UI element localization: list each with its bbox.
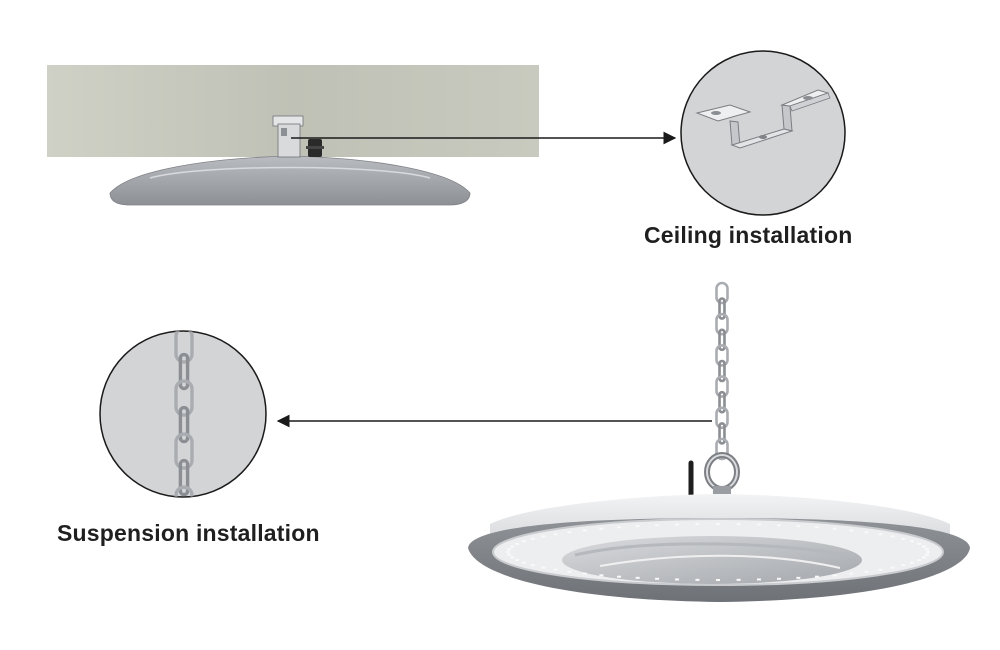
led-chip xyxy=(553,568,558,571)
chain-link xyxy=(718,328,726,352)
led-chip xyxy=(541,535,546,538)
led-chip xyxy=(515,559,520,562)
led-chip xyxy=(599,574,604,577)
led-chip xyxy=(695,523,700,526)
led-chip xyxy=(675,578,680,581)
led-chip xyxy=(521,540,526,543)
ceiling-lamp-body xyxy=(109,155,471,206)
chain-icon xyxy=(174,331,194,497)
led-chip xyxy=(849,529,854,532)
led-chip xyxy=(510,556,515,559)
led-chip xyxy=(916,559,921,562)
suspension-installation-label: Suspension installation xyxy=(57,520,320,546)
led-chip xyxy=(796,576,801,579)
led-chip xyxy=(582,529,587,532)
led-chip xyxy=(814,575,819,578)
led-chip xyxy=(716,523,720,525)
chain-link xyxy=(718,422,726,445)
led-chip xyxy=(814,526,819,529)
chain-link xyxy=(715,281,729,305)
led-chip xyxy=(567,531,572,534)
chain-link xyxy=(718,297,726,320)
led-chip xyxy=(921,545,926,548)
led-chip xyxy=(530,564,535,567)
chain-link xyxy=(718,359,726,383)
led-chip xyxy=(736,578,741,581)
led-chip xyxy=(878,533,883,536)
led-chip xyxy=(567,570,572,573)
ceiling-installation-label: Ceiling installation xyxy=(644,222,853,248)
led-chip xyxy=(530,537,535,540)
led-chip xyxy=(515,542,520,545)
led-chip xyxy=(910,561,915,564)
led-chips xyxy=(506,523,930,581)
chain-link xyxy=(715,312,729,336)
led-chip xyxy=(695,578,700,581)
led-chip xyxy=(796,525,801,528)
led-chip xyxy=(507,553,512,556)
chain-link xyxy=(715,437,729,461)
chain-link xyxy=(715,344,729,367)
led-chip xyxy=(655,577,660,580)
led-chip xyxy=(864,570,869,573)
led-chip xyxy=(756,578,761,581)
led-chip xyxy=(736,523,741,526)
led-chip xyxy=(599,527,604,530)
chain-link xyxy=(174,432,194,470)
led-chip xyxy=(776,524,781,527)
chain-link xyxy=(718,390,726,414)
chain-link xyxy=(174,331,194,364)
led-chip xyxy=(890,566,895,569)
led-chip xyxy=(926,551,930,553)
led-chip xyxy=(864,531,869,534)
chain-link xyxy=(178,458,190,497)
led-chip xyxy=(617,575,622,578)
led-chip xyxy=(776,577,781,580)
ceiling-mounted-lamp xyxy=(47,65,539,206)
led-chip xyxy=(878,568,883,571)
suspension-chain xyxy=(715,281,729,461)
led-chip xyxy=(832,527,837,530)
led-chip xyxy=(901,537,906,540)
chain-link xyxy=(178,405,190,444)
led-chip xyxy=(553,533,558,536)
ceiling-zoom-circle xyxy=(680,50,846,216)
led-chip xyxy=(924,553,929,556)
chain-link xyxy=(174,379,194,417)
chain-link xyxy=(178,352,190,391)
chain-link xyxy=(174,485,194,497)
led-chip xyxy=(521,561,526,564)
cable-gland xyxy=(306,139,324,157)
led-chip xyxy=(924,548,929,551)
led-chip xyxy=(832,574,837,577)
led-chip xyxy=(916,542,921,545)
led-chip xyxy=(582,572,587,575)
led-chip xyxy=(655,524,660,527)
led-chip xyxy=(716,579,720,581)
led-chip xyxy=(756,523,761,526)
chain-link xyxy=(715,375,729,398)
led-chip xyxy=(635,525,640,528)
hanging-ring xyxy=(704,452,740,494)
suspension-zoom-circle xyxy=(99,330,267,498)
led-chip xyxy=(506,551,510,553)
suspended-lamp xyxy=(468,281,970,602)
led-chip xyxy=(617,526,622,529)
led-chip xyxy=(910,540,915,543)
led-chip xyxy=(507,548,512,551)
mounting-bracket-icon xyxy=(695,89,831,149)
led-chip xyxy=(921,556,926,559)
led-chip xyxy=(675,523,680,526)
led-chip xyxy=(510,545,515,548)
ceiling-bracket xyxy=(272,115,304,158)
led-chip xyxy=(635,576,640,579)
led-chip xyxy=(849,572,854,575)
led-chip xyxy=(890,535,895,538)
chain-link xyxy=(715,406,729,430)
led-chip xyxy=(541,566,546,569)
led-chip xyxy=(901,564,906,567)
